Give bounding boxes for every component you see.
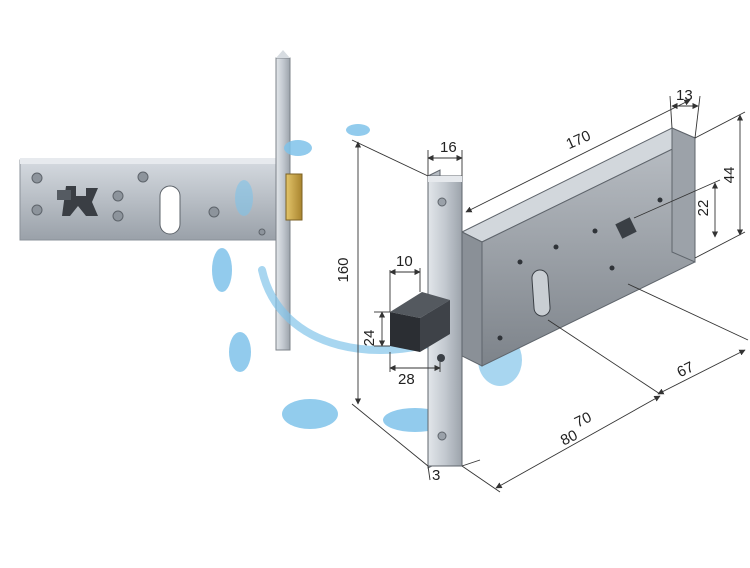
splash-drop xyxy=(229,332,251,372)
dim-70-label: 70 xyxy=(572,409,594,432)
bolt-side xyxy=(420,300,450,352)
dim-80-label: 80 xyxy=(558,427,580,450)
brass-latch xyxy=(285,173,303,221)
drawing-oval-slot xyxy=(531,269,551,317)
dim-16-label: 16 xyxy=(440,139,457,156)
faceplate-top-bevel xyxy=(276,50,290,58)
screw-icon xyxy=(31,204,43,216)
screw-icon xyxy=(258,228,266,236)
box-front-edge xyxy=(461,231,483,367)
dimension-lines xyxy=(351,95,749,493)
hole-icon xyxy=(553,244,559,250)
splash-drop xyxy=(346,124,370,136)
hole-icon xyxy=(592,228,598,234)
dim-67-label: 67 xyxy=(674,359,696,382)
splash-drop xyxy=(282,399,338,429)
lock-drawing xyxy=(390,127,697,469)
screw-icon xyxy=(137,171,149,183)
lock-photo xyxy=(19,50,303,351)
drawing-faceplate-top xyxy=(428,176,462,182)
box-end-face xyxy=(671,127,696,263)
dim-22-label: 22 xyxy=(695,200,712,217)
screw-icon xyxy=(31,172,43,184)
faceplate-screw-icon xyxy=(437,431,447,441)
dim-10-label: 10 xyxy=(396,253,413,270)
lock-case-top-edge xyxy=(20,158,278,164)
bolt-top xyxy=(390,292,450,318)
hole-icon xyxy=(517,259,523,265)
screw-icon xyxy=(112,190,124,202)
screw-icon xyxy=(112,210,124,222)
faceplate-hole-icon xyxy=(437,354,445,362)
dim-28-label: 28 xyxy=(398,371,415,388)
bolt-front xyxy=(390,312,420,352)
hole-icon xyxy=(657,197,663,203)
splash-drop xyxy=(235,180,253,216)
faceplate-screw-icon xyxy=(437,197,447,207)
hole-icon xyxy=(497,335,503,341)
keyway-slot xyxy=(57,190,71,200)
screw-icon xyxy=(208,206,220,218)
follower-square xyxy=(615,217,637,239)
splash-drop xyxy=(212,248,232,292)
dim-13-label: 13 xyxy=(676,87,693,104)
dim-24-label: 24 xyxy=(361,330,378,347)
dim-3-label: 3 xyxy=(432,467,440,484)
dim-44-label: 44 xyxy=(721,167,738,184)
dim-160-label: 160 xyxy=(335,257,352,282)
oval-slot xyxy=(159,185,181,235)
dim-170-label: 170 xyxy=(564,127,594,153)
splash-drop xyxy=(284,140,312,156)
hole-icon xyxy=(609,265,615,271)
